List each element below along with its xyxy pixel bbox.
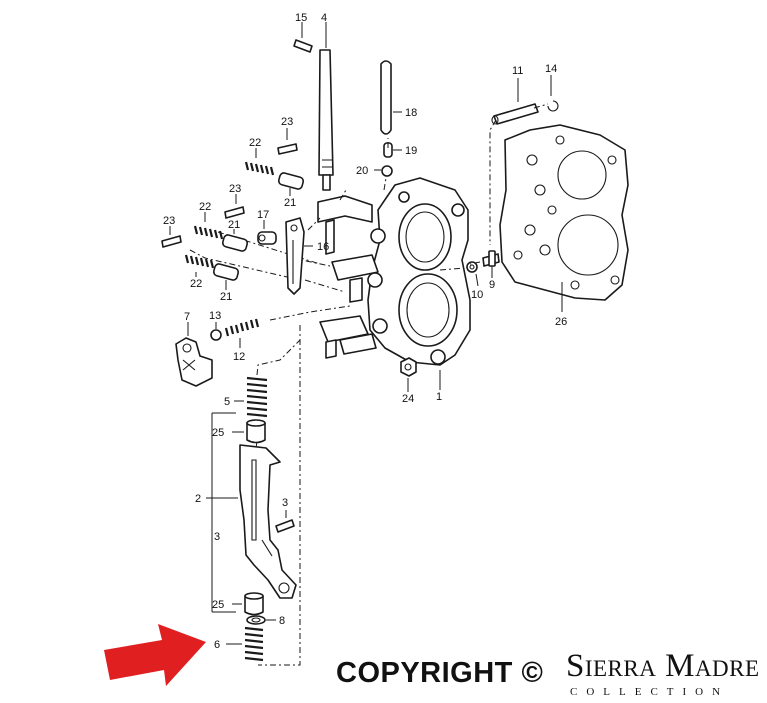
spring-part-12 <box>224 318 260 337</box>
label-21-middle: 21 <box>228 219 240 231</box>
label-15: 15 <box>295 12 307 24</box>
red-arrow-indicator <box>104 624 206 686</box>
label-23-top: 23 <box>281 116 293 128</box>
label-7: 7 <box>184 311 190 323</box>
label-4: 4 <box>321 12 327 24</box>
label-9: 9 <box>489 279 495 291</box>
label-22-middle: 22 <box>199 201 211 213</box>
pin-part-23-top <box>277 143 298 155</box>
shift-fork-block <box>317 195 379 359</box>
bolt-part-9 <box>482 250 500 267</box>
pin-part-11 <box>491 103 539 125</box>
label-1: 1 <box>436 391 442 403</box>
shift-rod-part-4 <box>318 49 334 191</box>
piston-part-21-middle <box>221 234 249 252</box>
label-14: 14 <box>545 63 557 75</box>
cup-part-25-bottom <box>244 592 264 616</box>
washer-part-8 <box>246 615 266 625</box>
piston-part-21-top <box>277 172 305 190</box>
assembly-lines <box>189 103 549 666</box>
spring-part-22-left <box>184 254 215 269</box>
spring-part-5 <box>246 376 268 418</box>
label-20: 20 <box>356 165 368 177</box>
shift-fork-part-2 <box>239 444 297 599</box>
label-19: 19 <box>405 145 417 157</box>
label-22-left: 22 <box>190 278 202 290</box>
label-3-bracket: 3 <box>214 531 220 543</box>
bushing-part-17 <box>257 231 277 245</box>
lever-part-16 <box>285 217 305 295</box>
label-8: 8 <box>279 615 285 627</box>
ball-part-13 <box>210 329 222 341</box>
label-17: 17 <box>257 209 269 221</box>
pin-part-23-middle <box>224 206 245 219</box>
spring-part-22-top <box>244 161 275 176</box>
housing-part-1 <box>367 177 471 366</box>
label-2: 2 <box>195 493 201 505</box>
bracket-part-7 <box>175 337 213 387</box>
label-12: 12 <box>233 351 245 363</box>
washer-part-10 <box>466 261 478 273</box>
label-23-left: 23 <box>163 215 175 227</box>
shift-rod-part-18 <box>380 60 392 135</box>
spring-part-22-middle <box>193 225 224 240</box>
pin-part-23-left <box>161 235 182 248</box>
label-21-top: 21 <box>284 197 296 209</box>
ball-part-20 <box>381 165 393 177</box>
spring-part-6 <box>244 626 264 662</box>
copyright-notice: COPYRIGHT © <box>336 657 544 689</box>
circlip-part-14 <box>547 100 559 112</box>
label-13: 13 <box>209 310 221 322</box>
label-25-bottom: 25 <box>212 599 224 611</box>
label-10: 10 <box>471 289 483 301</box>
label-6: 6 <box>214 639 220 651</box>
nut-part-24 <box>400 357 417 377</box>
label-3-pin: 3 <box>282 497 288 509</box>
label-18: 18 <box>405 107 417 119</box>
label-23-middle: 23 <box>229 183 241 195</box>
label-22-top: 22 <box>249 137 261 149</box>
label-21-bottom: 21 <box>220 291 232 303</box>
label-16: 16 <box>317 241 329 253</box>
label-5: 5 <box>224 396 230 408</box>
piston-part-21-bottom <box>212 263 240 281</box>
label-26: 26 <box>555 316 567 328</box>
label-25-top: 25 <box>212 427 224 439</box>
brand-logo-subtitle: COLLECTION <box>570 686 730 698</box>
label-24: 24 <box>402 393 414 405</box>
pin-part-15 <box>293 39 313 53</box>
part-labels: 1 2 3 3 4 5 6 7 8 9 10 11 12 13 14 15 16… <box>163 12 567 651</box>
brand-logo-name: Sierra Madre <box>566 648 760 684</box>
cup-part-25-top <box>246 419 266 444</box>
gasket-part-26 <box>499 124 629 301</box>
label-11: 11 <box>512 65 523 77</box>
pin-part-3 <box>275 519 295 533</box>
